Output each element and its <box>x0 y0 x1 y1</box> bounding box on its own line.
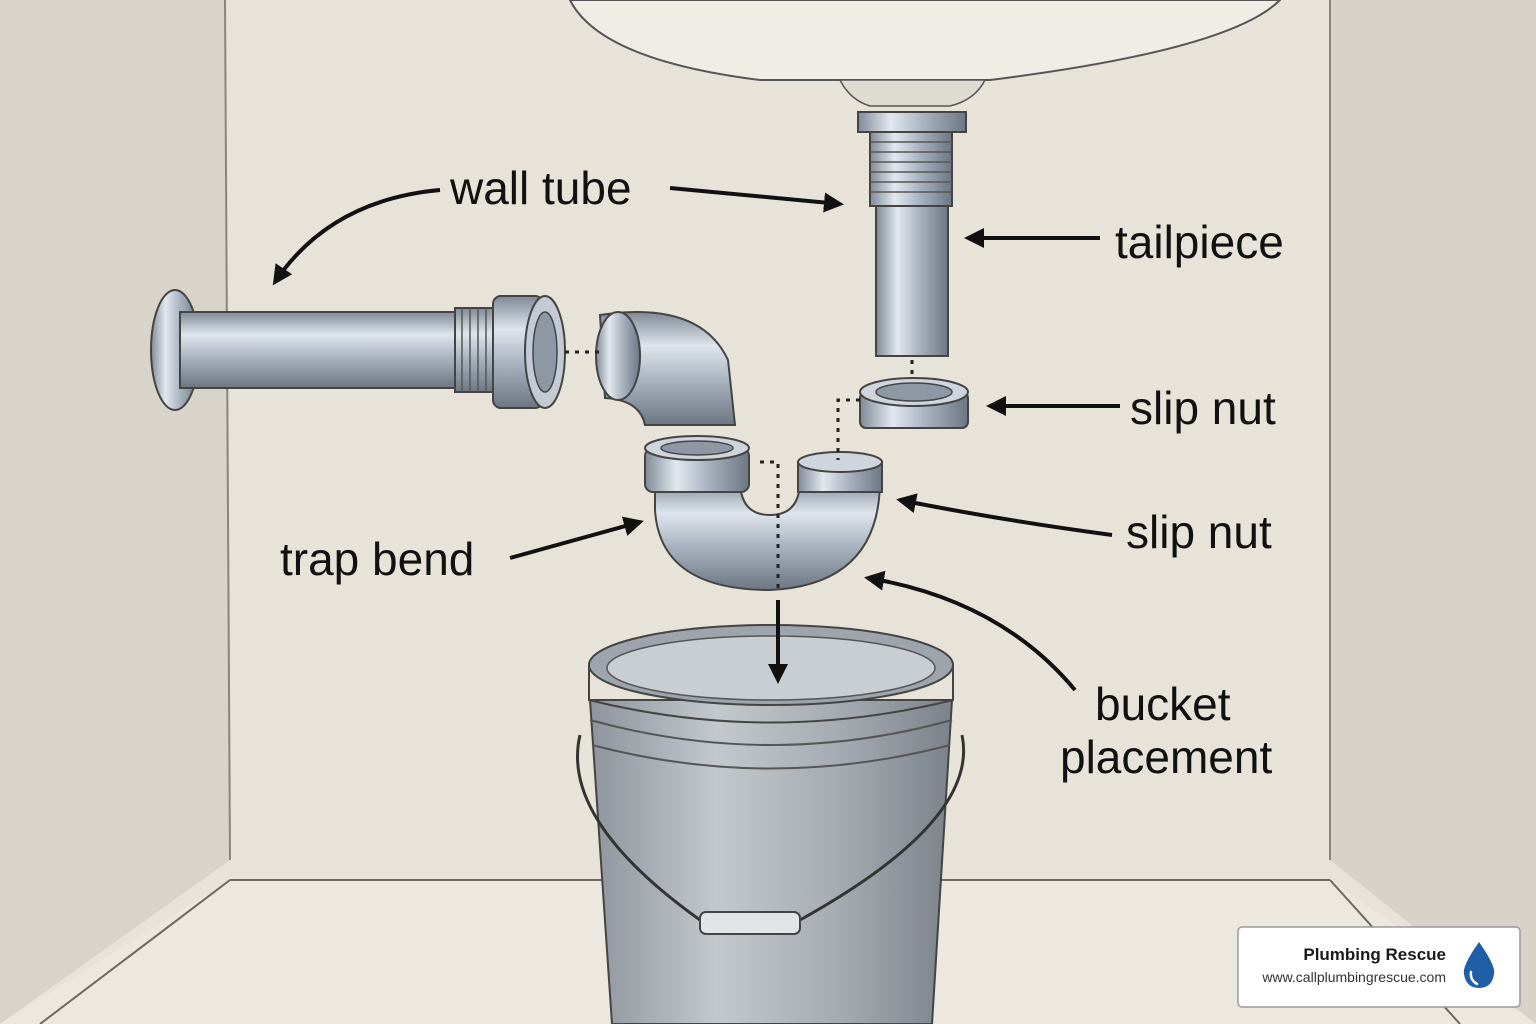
callout-arrows <box>272 186 1120 692</box>
tailpiece <box>857 111 967 357</box>
trap-bend-part <box>644 435 883 592</box>
label-wall-tube: wall tube <box>449 162 632 214</box>
label-slip-nut-lower: slip nut <box>1126 506 1272 558</box>
label-trap-bend: trap bend <box>280 533 474 585</box>
label-bucket-placement-line2: placement <box>1060 731 1272 783</box>
alignment-lines <box>565 350 914 590</box>
label-tailpiece: tailpiece <box>1115 216 1284 268</box>
brand-url[interactable]: www.callplumbingrescue.com <box>1261 969 1446 985</box>
arrow-wall-tube <box>272 188 441 286</box>
brand-badge[interactable]: Plumbing Rescue www.callplumbingrescue.c… <box>1237 926 1521 1008</box>
arrow-slip-nut-lower <box>896 493 1113 537</box>
sink-basin <box>568 0 1282 107</box>
arrow-bucket-placement <box>864 570 1077 692</box>
elbow-fitting <box>595 311 737 426</box>
bucket <box>576 624 965 1024</box>
label-bucket-placement-line1: bucket <box>1095 678 1231 730</box>
arrow-tailpiece-from-wall-tube-label <box>669 186 844 213</box>
label-slip-nut-upper: slip nut <box>1130 382 1276 434</box>
wall-tube <box>150 289 566 411</box>
arrow-trap-bend <box>509 516 644 560</box>
water-drop-icon <box>1463 942 1495 988</box>
part-labels: wall tube tailpiece slip nut slip nut tr… <box>280 162 1284 783</box>
brand-name: Plumbing Rescue <box>1303 945 1446 964</box>
slip-nut-upper-part <box>859 377 969 429</box>
